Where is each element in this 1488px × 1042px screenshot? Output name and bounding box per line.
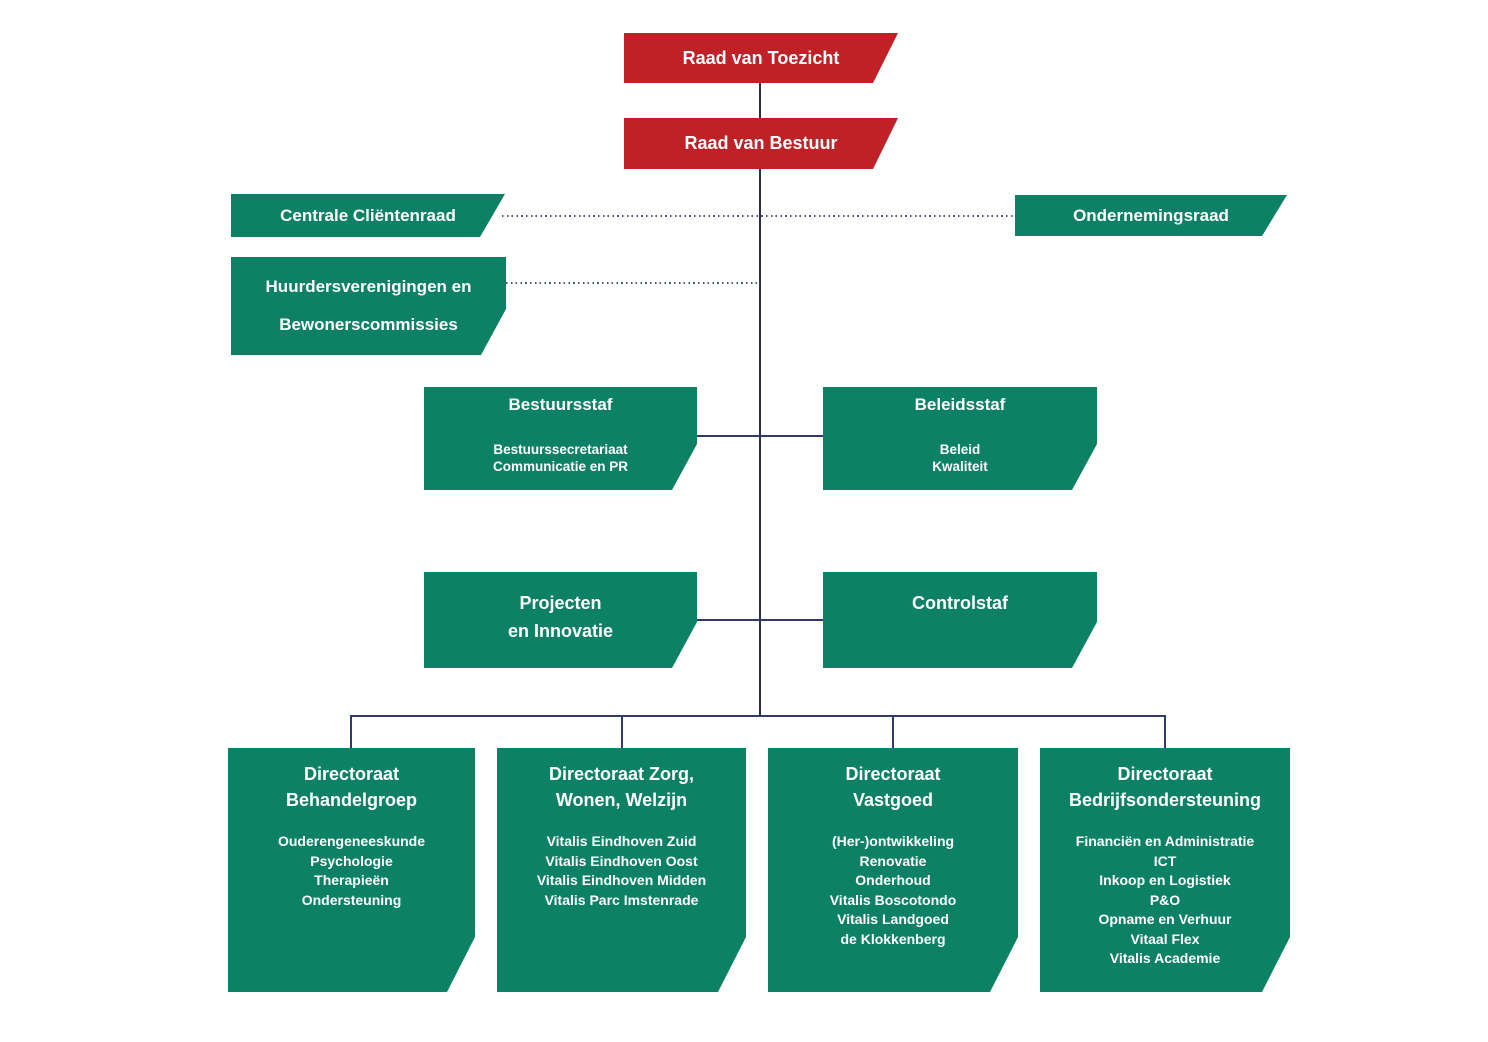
sub-item: Bestuurssecretariaat <box>493 442 628 457</box>
box-title-line1: Directoraat Zorg, <box>548 764 695 784</box>
sub-item: Renovatie <box>859 852 927 869</box>
connector-stub-vastgoed <box>892 715 894 748</box>
sub-item: Vitalis Eindhoven Midden <box>536 872 707 888</box>
box-title: Directoraat Behandelgroep <box>228 748 475 813</box>
connector-stub-bedrijfsondersteuning <box>1164 715 1166 748</box>
sub-item: (Her-)ontwikkeling <box>831 833 955 849</box>
connector-trunk-top <box>759 83 761 118</box>
box-title: Directoraat Bedrijfsondersteuning <box>1040 748 1290 813</box>
box-title: Raad van Bestuur <box>684 133 838 153</box>
directoraat-zorg-wonen-welzijn-box: Directoraat Zorg, Wonen, Welzijn Vitalis… <box>497 748 746 992</box>
box-title: Projecten en Innovatie <box>424 572 697 645</box>
sub-item: Vitalis Parc Imstenrade <box>544 891 699 908</box>
box-title-line1: Projecten <box>519 593 602 613</box>
connector-stub-zorg-wonen-welzijn <box>621 715 623 748</box>
sub-item: Vitalis Eindhoven Oost <box>545 852 698 869</box>
projecten-innovatie-box: Projecten en Innovatie <box>424 572 697 668</box>
connector-staff-row1 <box>697 435 823 437</box>
connector-trunk-main <box>759 169 761 716</box>
connector-directorates-bar <box>350 715 1166 717</box>
box-title: Beleidsstaf <box>914 395 1006 414</box>
sub-item: Ondersteuning <box>301 891 402 908</box>
sub-item: Vitalis Boscotondo <box>829 891 957 908</box>
raad-van-bestuur-box: Raad van Bestuur <box>624 118 898 169</box>
sub-item: Ouderengeneeskunde <box>277 833 426 849</box>
directoraat-bedrijfsondersteuning-box: Directoraat Bedrijfsondersteuning Financ… <box>1040 748 1290 992</box>
box-title: Raad van Toezicht <box>682 47 840 68</box>
sub-item: P&O <box>1149 891 1181 908</box>
sub-item: Financiën en Administratie <box>1075 833 1255 849</box>
box-title-line1: Directoraat <box>845 764 941 784</box>
box-title-line1: Directoraat <box>303 764 400 784</box>
centrale-clientenraad-box: Centrale Cliëntenraad <box>231 194 505 237</box>
box-title-line2: Wonen, Welzijn <box>555 790 688 810</box>
box-title: Bestuursstaf <box>508 395 613 414</box>
sub-item: Psychologie <box>310 852 393 869</box>
sub-item: Onderhoud <box>855 872 931 888</box>
box-title-line1: Directoraat <box>1117 764 1213 784</box>
box-title: Controlstaf <box>912 593 1008 613</box>
box-title: Centrale Cliëntenraad <box>280 205 456 225</box>
raad-van-toezicht-box: Raad van Toezicht <box>624 33 898 83</box>
box-title-line2: Bedrijfsondersteuning <box>1068 790 1261 810</box>
sub-item: Therapieën <box>314 872 389 888</box>
connector-dotted-clientenraad-ondernemingsraad <box>502 215 1014 217</box>
sub-item: ICT <box>1153 852 1177 869</box>
box-title: Directoraat Zorg, Wonen, Welzijn <box>497 748 746 813</box>
sub-item: Vitalis Landgoed <box>837 911 949 927</box>
box-title-line2: en Innovatie <box>507 621 614 641</box>
huurdersverenigingen-box: Huurdersverenigingen en Bewonerscommissi… <box>231 257 506 355</box>
connector-stub-behandelgroep <box>350 715 352 748</box>
sub-item: Vitalis Eindhoven Zuid <box>546 833 697 849</box>
sub-item: Opname en Verhuur <box>1098 911 1232 927</box>
box-title-line2: Behandelgroep <box>285 790 418 810</box>
box-title-line2: Bewonerscommissies <box>279 315 458 334</box>
controlstaf-box: Controlstaf <box>823 572 1097 668</box>
sub-item: Inkoop en Logistiek <box>1099 872 1231 888</box>
sub-item: Kwaliteit <box>932 459 988 474</box>
ondernemingsraad-box: Ondernemingsraad <box>1015 195 1287 236</box>
sub-item: Vitaal Flex <box>1130 930 1200 947</box>
box-title-line1: Huurdersverenigingen en <box>265 277 472 296</box>
connector-dotted-huurders <box>506 282 760 284</box>
box-title-line2: Vastgoed <box>852 790 934 810</box>
directoraat-behandelgroep-box: Directoraat Behandelgroep Ouderengeneesk… <box>228 748 475 992</box>
sub-item: Beleid <box>939 442 981 457</box>
box-title: Ondernemingsraad <box>1073 205 1229 225</box>
sub-item: de Klokkenberg <box>840 930 946 947</box>
connector-staff-row2 <box>697 619 823 621</box>
sub-item: Communicatie en PR <box>492 459 629 474</box>
box-title: Directoraat Vastgoed <box>768 748 1018 813</box>
sub-item: Vitalis Academie <box>1109 950 1221 966</box>
